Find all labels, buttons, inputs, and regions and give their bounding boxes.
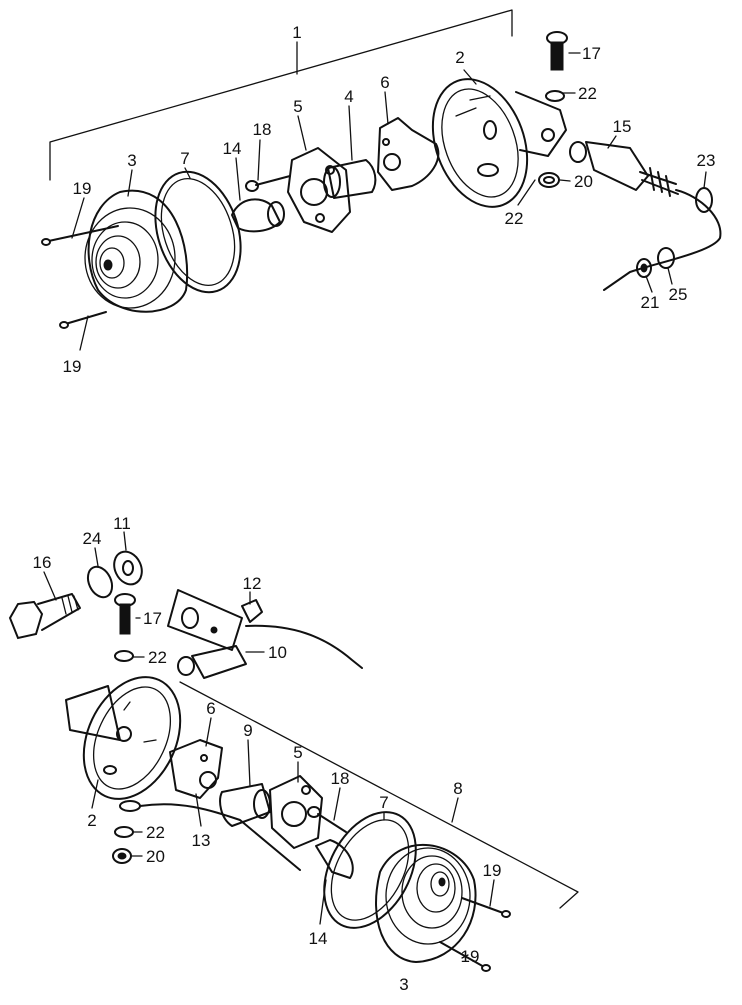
screw-19-bottom [59,311,107,329]
bracket-6 [377,117,440,191]
callouts-lower: 2 3 5 6 7 8 9 10 11 12 13 14 16 17 18 19… [33,514,502,994]
callout-lower-13: 13 [192,831,211,850]
bulb-14-lower [315,839,354,879]
socket-4 [323,159,377,199]
callout-upper-22-bottom: 22 [505,209,524,228]
callout-upper-21: 21 [641,293,660,312]
callout-lower-11: 11 [113,514,131,533]
stay-plate-12 [167,589,263,651]
socket-plate-5 [287,147,351,233]
washer-24 [86,565,114,599]
nut-20 [538,172,560,188]
assembly-bracket-8 [179,681,579,909]
screw-18-lower [307,806,347,833]
callout-upper-19-bottom: 19 [63,357,82,376]
callout-lower-18: 18 [331,769,350,788]
callout-lower-22-top: 22 [148,648,167,667]
callout-upper-2: 2 [455,48,464,67]
callout-lower-7: 7 [379,793,388,812]
leaders-upper [71,52,707,351]
stay-15 [569,141,679,197]
callout-lower-12: 12 [243,574,262,593]
washer-25 [657,247,675,269]
callout-upper-15: 15 [613,117,632,136]
washer-22-top [545,90,565,102]
housing-2 [431,78,567,208]
screw-18 [245,175,291,192]
callout-lower-14: 14 [309,929,328,948]
leaders-lower [43,531,495,959]
nut-21 [636,258,652,278]
leader-8 [451,797,459,823]
callout-upper-20: 20 [574,172,593,191]
bolt-17-lower [114,593,136,635]
callout-upper-6: 6 [380,73,389,92]
washer-11 [113,550,143,586]
callout-upper-7: 7 [180,149,189,168]
screw-19-lower-bottom [439,941,491,972]
screw-19-top [41,225,119,246]
callout-lower-19-bottom: 19 [461,947,480,966]
washer-22-lower-top [114,650,134,662]
callout-upper-18: 18 [253,120,272,139]
callout-upper-4: 4 [344,87,353,106]
callout-lower-10: 10 [268,643,287,662]
callouts-upper: 1 2 3 4 5 6 7 14 15 17 18 19 19 20 21 22… [63,23,716,376]
stay-10 [177,645,247,679]
lens-3 [84,189,189,313]
gasket-7-lower [323,811,417,929]
callout-upper-25: 25 [669,285,688,304]
callout-lower-3: 3 [399,975,408,994]
callout-upper-17: 17 [582,44,601,63]
callout-upper-14: 14 [223,139,242,158]
gasket-7 [154,170,242,294]
callout-upper-23: 23 [697,151,716,170]
callout-lower-19-top: 19 [483,861,502,880]
screw-19-lower-top [461,897,511,918]
callout-upper-19-top: 19 [73,179,92,198]
bolt-17 [546,31,568,71]
callout-upper-3: 3 [127,151,136,170]
callout-lower-2: 2 [87,811,96,830]
nut-20-lower [112,848,132,864]
socket-9 [219,783,271,827]
bracket-6-lower [169,739,223,799]
callout-upper-1: 1 [292,23,301,42]
housing-2-lower [65,676,182,800]
callout-upper-22-top: 22 [578,84,597,103]
callout-lower-8: 8 [453,779,462,798]
bolt-16 [8,593,81,640]
socket-plate-5-lower [269,775,323,849]
callout-lower-24: 24 [83,529,102,548]
wire-upper [603,189,722,291]
washer-22-lower [114,826,134,838]
callout-lower-6: 6 [206,699,215,718]
callout-lower-5: 5 [293,743,302,762]
callout-lower-17: 17 [143,609,162,628]
lens-3-lower [375,843,477,963]
callout-lower-9: 9 [243,721,252,740]
callout-lower-22-bottom: 22 [146,823,165,842]
callout-upper-5: 5 [293,97,302,116]
lower-assembly: 2 3 5 6 7 8 9 10 11 12 13 14 16 17 18 19… [8,514,579,994]
assembly-bracket-1 [49,9,513,181]
wire-lower [245,624,363,669]
callout-lower-16: 16 [33,553,52,572]
leader-22 [517,179,536,206]
callout-lower-20: 20 [146,847,165,866]
upper-assembly: 1 2 3 4 5 6 7 14 15 17 18 19 19 20 21 22… [41,9,722,376]
bulb-14 [231,198,285,233]
